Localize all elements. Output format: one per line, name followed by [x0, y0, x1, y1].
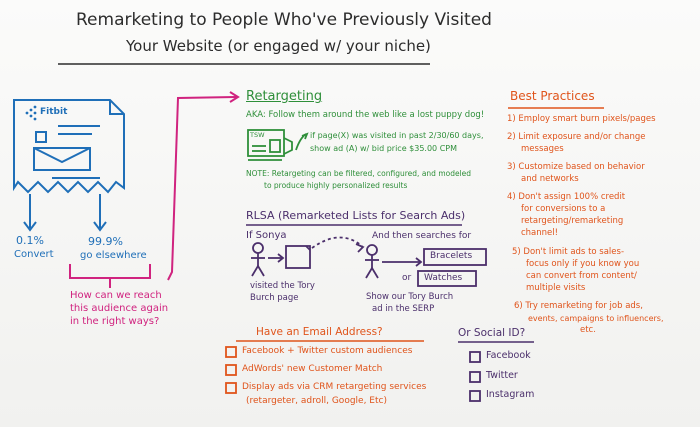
website-page-icon [13, 99, 125, 194]
social-checkboxes [469, 351, 481, 402]
retargeting-aka: AKA: Follow them around the web like a l… [246, 110, 485, 120]
best-practice-2-line-2: messages [521, 144, 564, 154]
convert-label: Convert [14, 249, 54, 260]
checkbox-icon [225, 364, 237, 376]
best-practice-1: 1) Employ smart burn pixels/pages [507, 114, 656, 124]
retargeting-note-2: to produce highly personalized results [264, 181, 408, 190]
checkbox-icon [469, 390, 481, 402]
email-heading: Have an Email Address? [256, 326, 383, 338]
question-line-3: in the right ways? [70, 316, 160, 327]
rlsa-diagram [251, 236, 487, 287]
fitbit-logo-icon [25, 105, 37, 121]
best-practice-6-line-2: events, campaigns to influencers, [528, 314, 664, 323]
best-practice-6-line-1: 6) Try remarketing for job ads, [514, 301, 643, 311]
rlsa-show-1: Show our Tory Burch [366, 292, 454, 302]
down-arrows [23, 194, 107, 232]
email-item-4: (retargeter, adroll, Google, Etc) [246, 396, 387, 406]
checkbox-icon [469, 351, 481, 363]
email-item-2: AdWords' new Customer Match [242, 364, 383, 374]
checkbox-icon [225, 346, 237, 358]
ad-label: TSW [250, 131, 265, 139]
best-practice-3-line-1: 3) Customize based on behavior [507, 162, 645, 172]
email-checkboxes [225, 346, 237, 394]
email-item-1: Facebook + Twitter custom audiences [242, 346, 413, 356]
best-practice-5-line-3: can convert from content/ [526, 271, 637, 281]
checkbox-icon [469, 371, 481, 383]
best-practice-6-line-3: etc. [580, 325, 596, 335]
keyword-bracelets: Bracelets [430, 251, 473, 261]
retargeting-rule-1: if page(X) was visited in past 2/30/60 d… [310, 131, 484, 140]
keyword-watches: Watches [424, 273, 463, 283]
question-line-2: this audience again [70, 303, 169, 314]
retargeting-note-1: NOTE: Retargeting can be filtered, confi… [246, 169, 472, 178]
best-practices-heading: Best Practices [510, 89, 595, 103]
social-heading: Or Social ID? [458, 327, 526, 339]
best-practice-5-line-1: 5) Don't limit ads to sales- [512, 247, 625, 257]
elsewhere-percent: 99.9% [88, 235, 123, 248]
question-line-1: How can we reach [70, 290, 162, 301]
best-practice-5-line-4: multiple visits [526, 283, 586, 293]
social-item-facebook: Facebook [486, 350, 531, 361]
rlsa-or: or [402, 273, 412, 283]
social-item-instagram: Instagram [486, 389, 535, 400]
best-practice-4-line-3: retargeting/remarketing [521, 216, 624, 226]
convert-percent: 0.1% [16, 234, 44, 247]
rlsa-show-2: ad in the SERP [372, 304, 435, 314]
best-practice-4-line-2: for conversions to a [521, 204, 606, 214]
elsewhere-label: go elsewhere [80, 250, 147, 261]
best-practice-4-line-4: channel! [521, 228, 559, 238]
checkbox-icon [225, 382, 237, 394]
social-item-twitter: Twitter [486, 370, 518, 381]
retargeting-heading: Retargeting [246, 89, 323, 104]
page-title: Remarketing to People Who've Previously … [76, 10, 492, 30]
page-subtitle: Your Website (or engaged w/ your niche) [126, 37, 431, 55]
best-practice-3-line-2: and networks [521, 174, 579, 184]
retargeting-ad-icon [247, 129, 309, 161]
rlsa-heading: RLSA (Remarketed Lists for Search Ads) [246, 209, 466, 222]
fitbit-brand: Fitbit [40, 107, 68, 117]
email-item-3: Display ads via CRM retargeting services [242, 382, 427, 392]
retargeting-rule-2: show ad (A) w/ bid price $35.00 CPM [310, 144, 458, 153]
pink-bracket-arrow [69, 91, 240, 288]
rlsa-visited-2: Burch page [250, 293, 299, 303]
best-practice-2-line-1: 2) Limit exposure and/or change [507, 132, 646, 142]
rlsa-visited-1: visited the Tory [250, 281, 315, 291]
best-practice-4-line-1: 4) Don't assign 100% credit [507, 192, 626, 202]
rlsa-if-label: If Sonya [246, 230, 287, 241]
rlsa-then-label: And then searches for [372, 231, 472, 241]
best-practice-5-line-2: focus only if you know you [526, 259, 640, 269]
